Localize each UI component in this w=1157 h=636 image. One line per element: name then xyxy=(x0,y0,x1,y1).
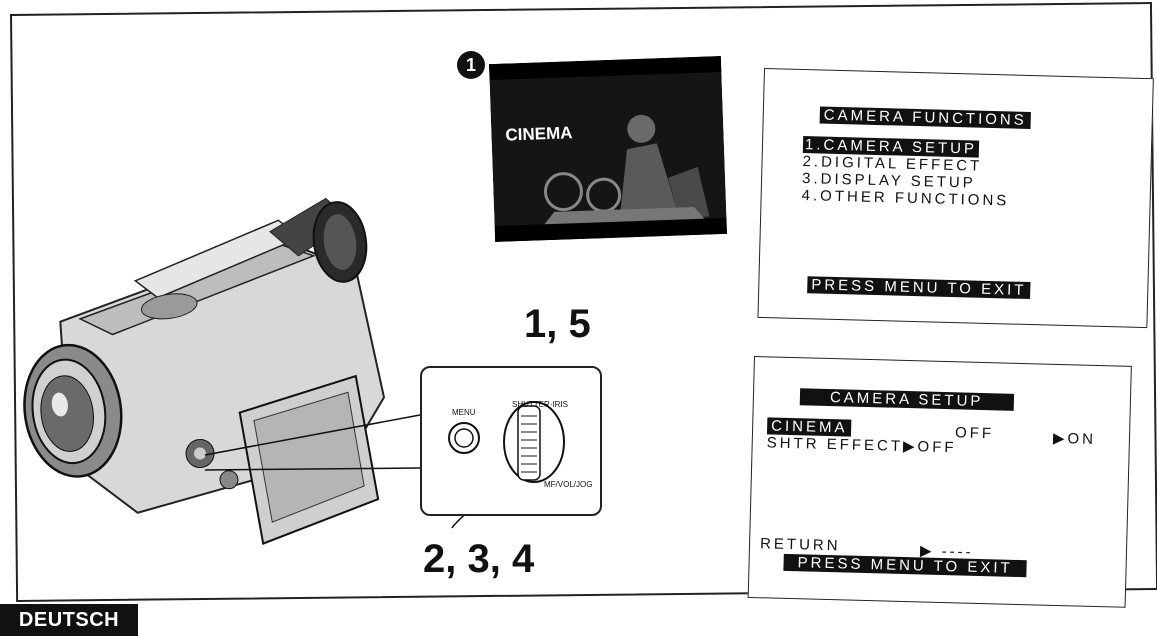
shutter-effect-row: SHTR EFFECT▶OFF xyxy=(766,434,957,457)
menu-screen: CAMERA FUNCTIONS 1.CAMERA SETUP 2.DIGITA… xyxy=(757,68,1154,329)
cinema-on-value: ▶ON xyxy=(1052,429,1097,448)
dial-sublabel: MF/VOL/JOG xyxy=(544,480,593,489)
step-label-top: 1, 5 xyxy=(524,302,591,346)
setup-screen-title: CAMERA SETUP xyxy=(799,388,1014,411)
menu-screen-title: CAMERA FUNCTIONS xyxy=(819,106,1031,129)
dial-label: SHUTTER·IRIS xyxy=(512,400,568,409)
controls-inset: MENU SHUTTER·IRIS MF/VOL/JOG xyxy=(420,366,602,516)
cinema-photo-image xyxy=(488,56,728,242)
setup-screen: CAMERA SETUP CINEMA OFF ▶ON SHTR EFFECT▶… xyxy=(747,356,1132,608)
setup-screen-footer: PRESS MENU TO EXIT xyxy=(783,553,1027,578)
step-label-bottom: 2, 3, 4 xyxy=(423,537,535,581)
cinema-off-value: OFF xyxy=(954,424,995,443)
controls-drawing xyxy=(448,401,565,483)
menu-screen-footer: PRESS MENU TO EXIT xyxy=(807,276,1031,300)
menu-button-label: MENU xyxy=(452,408,476,417)
callout-badge: 1 xyxy=(457,51,485,79)
menu-item-list: 1.CAMERA SETUP 2.DIGITAL EFFECT 3.DISPLA… xyxy=(801,136,1010,209)
language-tab: DEUTSCH xyxy=(0,604,138,636)
return-label: RETURN xyxy=(759,535,841,555)
cinema-photo-label: CINEMA xyxy=(505,123,573,145)
cinema-photo: CINEMA xyxy=(488,56,728,242)
